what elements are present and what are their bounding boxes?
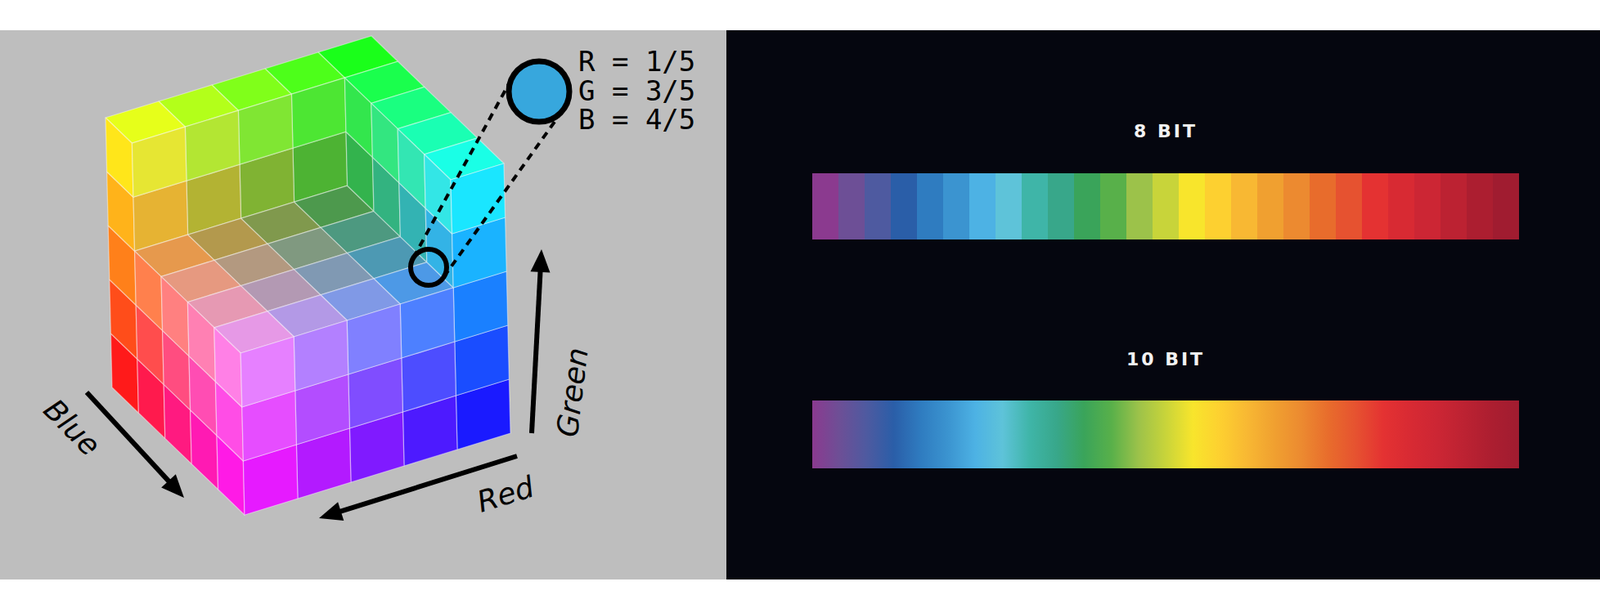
color-step bbox=[1152, 173, 1180, 240]
color-step bbox=[812, 173, 840, 240]
color-bar: 10 BIT bbox=[812, 342, 1520, 469]
bit-depth-heading: 8 BIT bbox=[1133, 114, 1198, 149]
cube-cell bbox=[134, 251, 163, 331]
color-step bbox=[1335, 173, 1363, 240]
color-step bbox=[1466, 173, 1494, 240]
color-step bbox=[1178, 173, 1206, 240]
cube-cell bbox=[105, 117, 134, 198]
cube-cell bbox=[161, 276, 189, 356]
bit-depth-heading: 10 BIT bbox=[1126, 342, 1205, 378]
color-step bbox=[1414, 173, 1442, 240]
color-bar-fill bbox=[812, 400, 1520, 469]
cube-cell bbox=[344, 77, 373, 158]
color-gradient bbox=[812, 400, 1520, 469]
rgb-value: R = 1/5 bbox=[578, 46, 696, 77]
color-step bbox=[1074, 173, 1102, 240]
cube-cell bbox=[346, 304, 402, 375]
label-holder: R = 1/5 bbox=[578, 46, 696, 77]
cube-cell bbox=[400, 287, 455, 359]
color-step bbox=[1361, 173, 1389, 240]
color-step bbox=[864, 173, 892, 240]
label-holder: G = 3/5 bbox=[578, 76, 696, 107]
cube-cell bbox=[291, 77, 347, 149]
rgb-value: G = 3/5 bbox=[578, 76, 696, 107]
cube-cell bbox=[240, 337, 296, 408]
blue-axis-arrow-head bbox=[161, 474, 185, 499]
color-step bbox=[1257, 173, 1285, 240]
color-step bbox=[838, 173, 866, 240]
cube-cell bbox=[187, 302, 216, 383]
selected-cell-ring bbox=[410, 249, 447, 286]
color-step bbox=[1126, 173, 1154, 240]
red-axis-arrow-head bbox=[319, 502, 344, 522]
color-step bbox=[916, 173, 944, 240]
green-axis-arrow-head bbox=[530, 249, 551, 274]
right-panel-ground bbox=[726, 30, 1600, 580]
zoom-leader-line bbox=[413, 75, 513, 258]
color-step bbox=[1283, 173, 1311, 240]
color-step bbox=[1309, 173, 1337, 240]
cube-cell bbox=[397, 129, 426, 209]
color-step bbox=[890, 173, 918, 240]
color-step bbox=[969, 173, 997, 240]
cube-cell bbox=[184, 110, 240, 181]
color-step bbox=[1204, 173, 1232, 240]
left-panel-ground bbox=[0, 30, 727, 580]
color-step bbox=[1047, 173, 1075, 240]
color-step bbox=[1492, 173, 1520, 240]
cube-cell bbox=[131, 126, 187, 198]
selected-colour-swatch bbox=[508, 61, 570, 122]
color-step bbox=[1021, 173, 1049, 240]
color-step bbox=[1440, 173, 1468, 240]
color-bar: 8 BIT bbox=[812, 114, 1520, 240]
zoom-leader-line bbox=[444, 107, 566, 278]
cube-cell bbox=[214, 328, 243, 408]
color-step bbox=[995, 173, 1023, 240]
cube-marks bbox=[86, 61, 570, 522]
color-step bbox=[1100, 173, 1128, 240]
rgb-cube bbox=[105, 35, 511, 516]
color-step bbox=[1231, 173, 1259, 240]
rgb-value: B = 4/5 bbox=[578, 104, 696, 135]
label-holder: B = 4/5 bbox=[578, 104, 696, 135]
color-step bbox=[943, 173, 971, 240]
color-step bbox=[1388, 173, 1416, 240]
cube-cell bbox=[238, 94, 293, 165]
cube-cell bbox=[293, 320, 349, 392]
green-axis-arrow-shaft bbox=[531, 270, 541, 434]
cube-cell bbox=[371, 103, 400, 183]
color-bar-fill bbox=[812, 173, 1520, 240]
